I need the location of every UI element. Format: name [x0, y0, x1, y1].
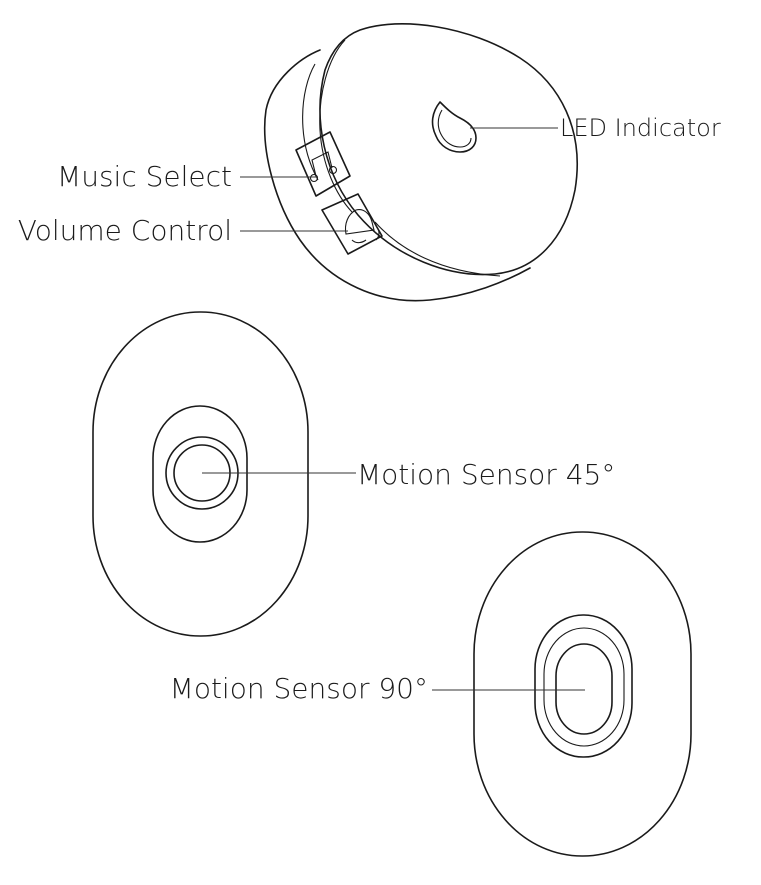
led-droplet-icon [431, 101, 477, 153]
bell-icon [344, 209, 380, 244]
sensor-90-body [473, 531, 692, 857]
motion-sensor-90: Motion Sensor 90° [170, 531, 692, 857]
receiver-rim [302, 63, 319, 181]
sensor-90-lens [555, 643, 613, 735]
receiver-face-edge [319, 39, 353, 213]
led-indicator-label: LED Indicator [560, 114, 721, 142]
receiver-side-shell [263, 49, 531, 302]
music-select-button[interactable] [295, 131, 351, 197]
volume-control-button[interactable] [321, 193, 383, 255]
music-note-icon [309, 151, 338, 183]
sensor-90-lens-housing-inner [543, 627, 625, 747]
doorbell-receiver: LED Indicator Music Select Volume Contro… [18, 23, 721, 302]
music-select-label: Music Select [57, 160, 232, 193]
sensor-45-lens-housing [152, 405, 248, 543]
sensor-90-lens-housing-outer [534, 614, 633, 758]
motion-sensor-45-label: Motion Sensor 45° [357, 458, 615, 491]
sensor-45-body [92, 311, 309, 637]
motion-sensor-90-label: Motion Sensor 90° [170, 672, 428, 705]
motion-sensor-45: Motion Sensor 45° [92, 311, 615, 637]
volume-control-label: Volume Control [18, 214, 232, 247]
